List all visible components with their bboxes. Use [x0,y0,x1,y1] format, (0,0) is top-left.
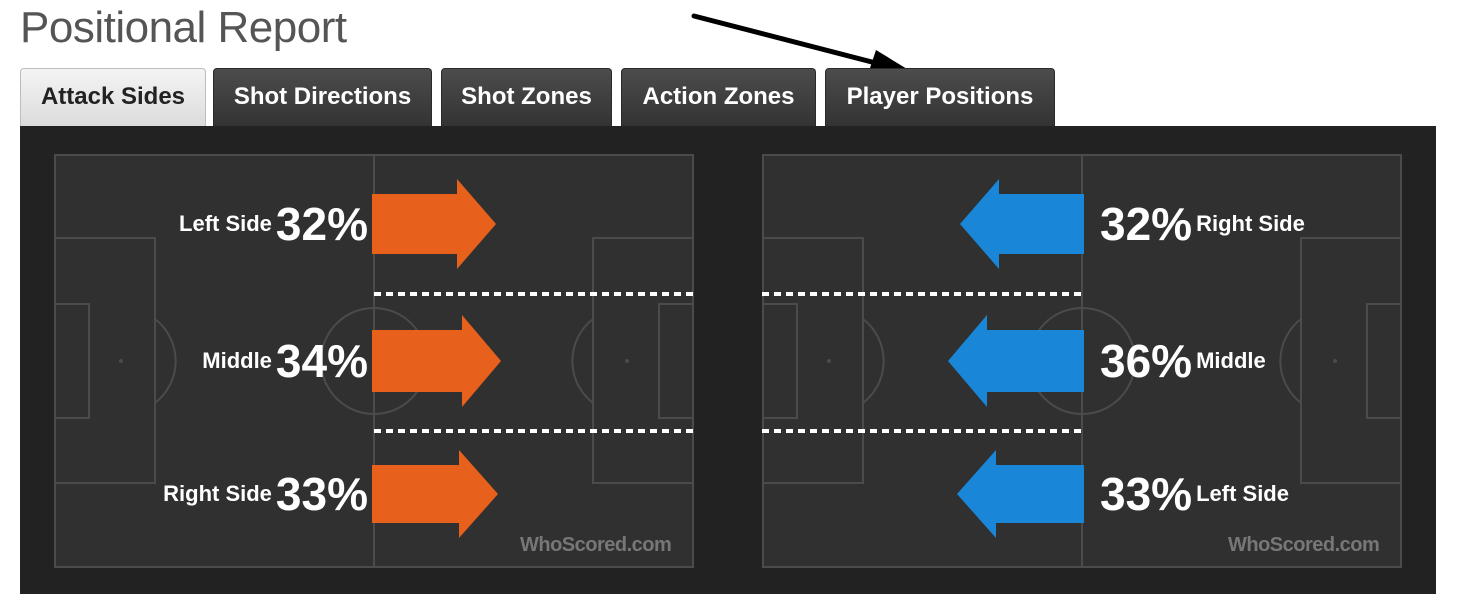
away-right-side-row: 32% Right Side [1096,194,1305,254]
home-right-side-label: Right Side [163,481,272,506]
away-middle-arrow [948,315,1084,407]
attack-sides-panel: Left Side 32% Middle 34% Right Side 33% … [20,126,1436,594]
away-right-side-arrow [960,179,1084,269]
tab-action-zones[interactable]: Action Zones [621,68,816,126]
home-right-side-row: Right Side 33% [163,464,372,524]
tab-player-positions[interactable]: Player Positions [825,68,1055,126]
away-pitch: 32% Right Side 36% Middle 33% Left Side … [762,154,1402,568]
away-right-side-label: Right Side [1196,211,1305,236]
home-pitch-markings [54,154,694,568]
home-left-side-row: Left Side 32% [179,194,372,254]
tab-shot-directions[interactable]: Shot Directions [213,68,432,126]
away-left-side-label: Left Side [1196,481,1289,506]
page-title: Positional Report [20,3,347,52]
home-right-side-percent: 33% [275,468,368,520]
home-middle-label: Middle [202,348,272,373]
home-left-side-arrow [372,179,496,269]
away-middle-percent: 36% [1100,335,1193,387]
home-middle-percent: 34% [275,335,368,387]
home-left-side-label: Left Side [179,211,272,236]
home-left-side-percent: 32% [275,198,368,250]
away-left-side-percent: 33% [1100,468,1193,520]
tab-attack-sides[interactable]: Attack Sides [20,68,206,126]
away-left-side-row: 33% Left Side [1096,464,1289,524]
tab-shot-zones[interactable]: Shot Zones [441,68,612,126]
away-pitch-markings [762,154,1402,568]
home-right-side-arrow [372,450,498,538]
away-left-side-arrow [957,450,1084,538]
home-middle-arrow [372,315,501,407]
away-middle-row: 36% Middle [1096,331,1266,391]
whoscored-watermark: WhoScored.com [520,534,672,556]
home-middle-row: Middle 34% [202,331,372,391]
away-right-side-percent: 32% [1100,198,1193,250]
whoscored-watermark: WhoScored.com [1228,534,1380,556]
home-pitch: Left Side 32% Middle 34% Right Side 33% … [54,154,694,568]
away-middle-label: Middle [1196,348,1266,373]
